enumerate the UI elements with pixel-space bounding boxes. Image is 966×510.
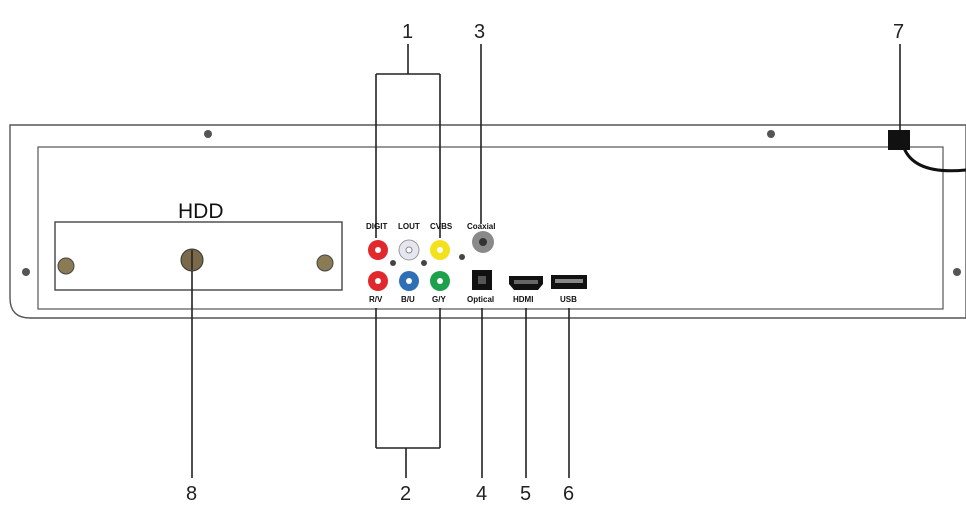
rca-center-icon bbox=[375, 278, 381, 284]
callout-4: 4 bbox=[476, 483, 487, 505]
rca-center-icon bbox=[437, 247, 443, 253]
port-label-usb: USB bbox=[560, 295, 577, 304]
callout-8: 8 bbox=[186, 483, 197, 505]
optical-port-inner bbox=[478, 276, 486, 284]
rca-center-icon bbox=[437, 278, 443, 284]
port-label-lout: LOUT bbox=[398, 222, 420, 231]
panel-dot-icon bbox=[421, 260, 427, 266]
usb-port-inner bbox=[555, 279, 583, 283]
callout-2: 2 bbox=[400, 483, 411, 505]
rca-center-icon bbox=[406, 278, 412, 284]
power-cable bbox=[902, 147, 966, 173]
port-label-bu: B/U bbox=[401, 295, 415, 304]
port-label-hdmi: HDMI bbox=[513, 295, 533, 304]
callout-6: 6 bbox=[563, 483, 574, 505]
screw-icon bbox=[767, 130, 775, 138]
port-label-optical: Optical bbox=[467, 295, 494, 304]
hdd-screw-icon bbox=[316, 254, 334, 272]
callout-5: 5 bbox=[520, 483, 531, 505]
port-label-rv: R/V bbox=[369, 295, 383, 304]
panel-dot-icon bbox=[390, 260, 396, 266]
port-label-cvbs: CVBS bbox=[430, 222, 453, 231]
hdd-screw-icon bbox=[57, 257, 75, 275]
callout-7: 7 bbox=[893, 21, 904, 43]
hdmi-port-inner bbox=[514, 280, 538, 284]
screw-icon bbox=[953, 268, 961, 276]
callout-1-bracket bbox=[375, 44, 441, 238]
panel-dot-icon bbox=[459, 254, 465, 260]
rca-center-icon bbox=[375, 247, 381, 253]
hdd-label: HDD bbox=[178, 200, 224, 223]
callout-1: 1 bbox=[402, 21, 413, 43]
callout-3: 3 bbox=[474, 21, 485, 43]
callout-2-bracket bbox=[375, 308, 441, 478]
rca-center-icon bbox=[479, 238, 487, 246]
screw-icon bbox=[22, 268, 30, 276]
rca-center-icon bbox=[405, 246, 413, 254]
screw-icon bbox=[204, 130, 212, 138]
power-inlet-icon bbox=[888, 130, 910, 150]
port-label-digit: DIGIT bbox=[366, 222, 387, 231]
port-label-coaxial: Coaxial bbox=[467, 222, 495, 231]
port-label-gy: G/Y bbox=[432, 295, 446, 304]
